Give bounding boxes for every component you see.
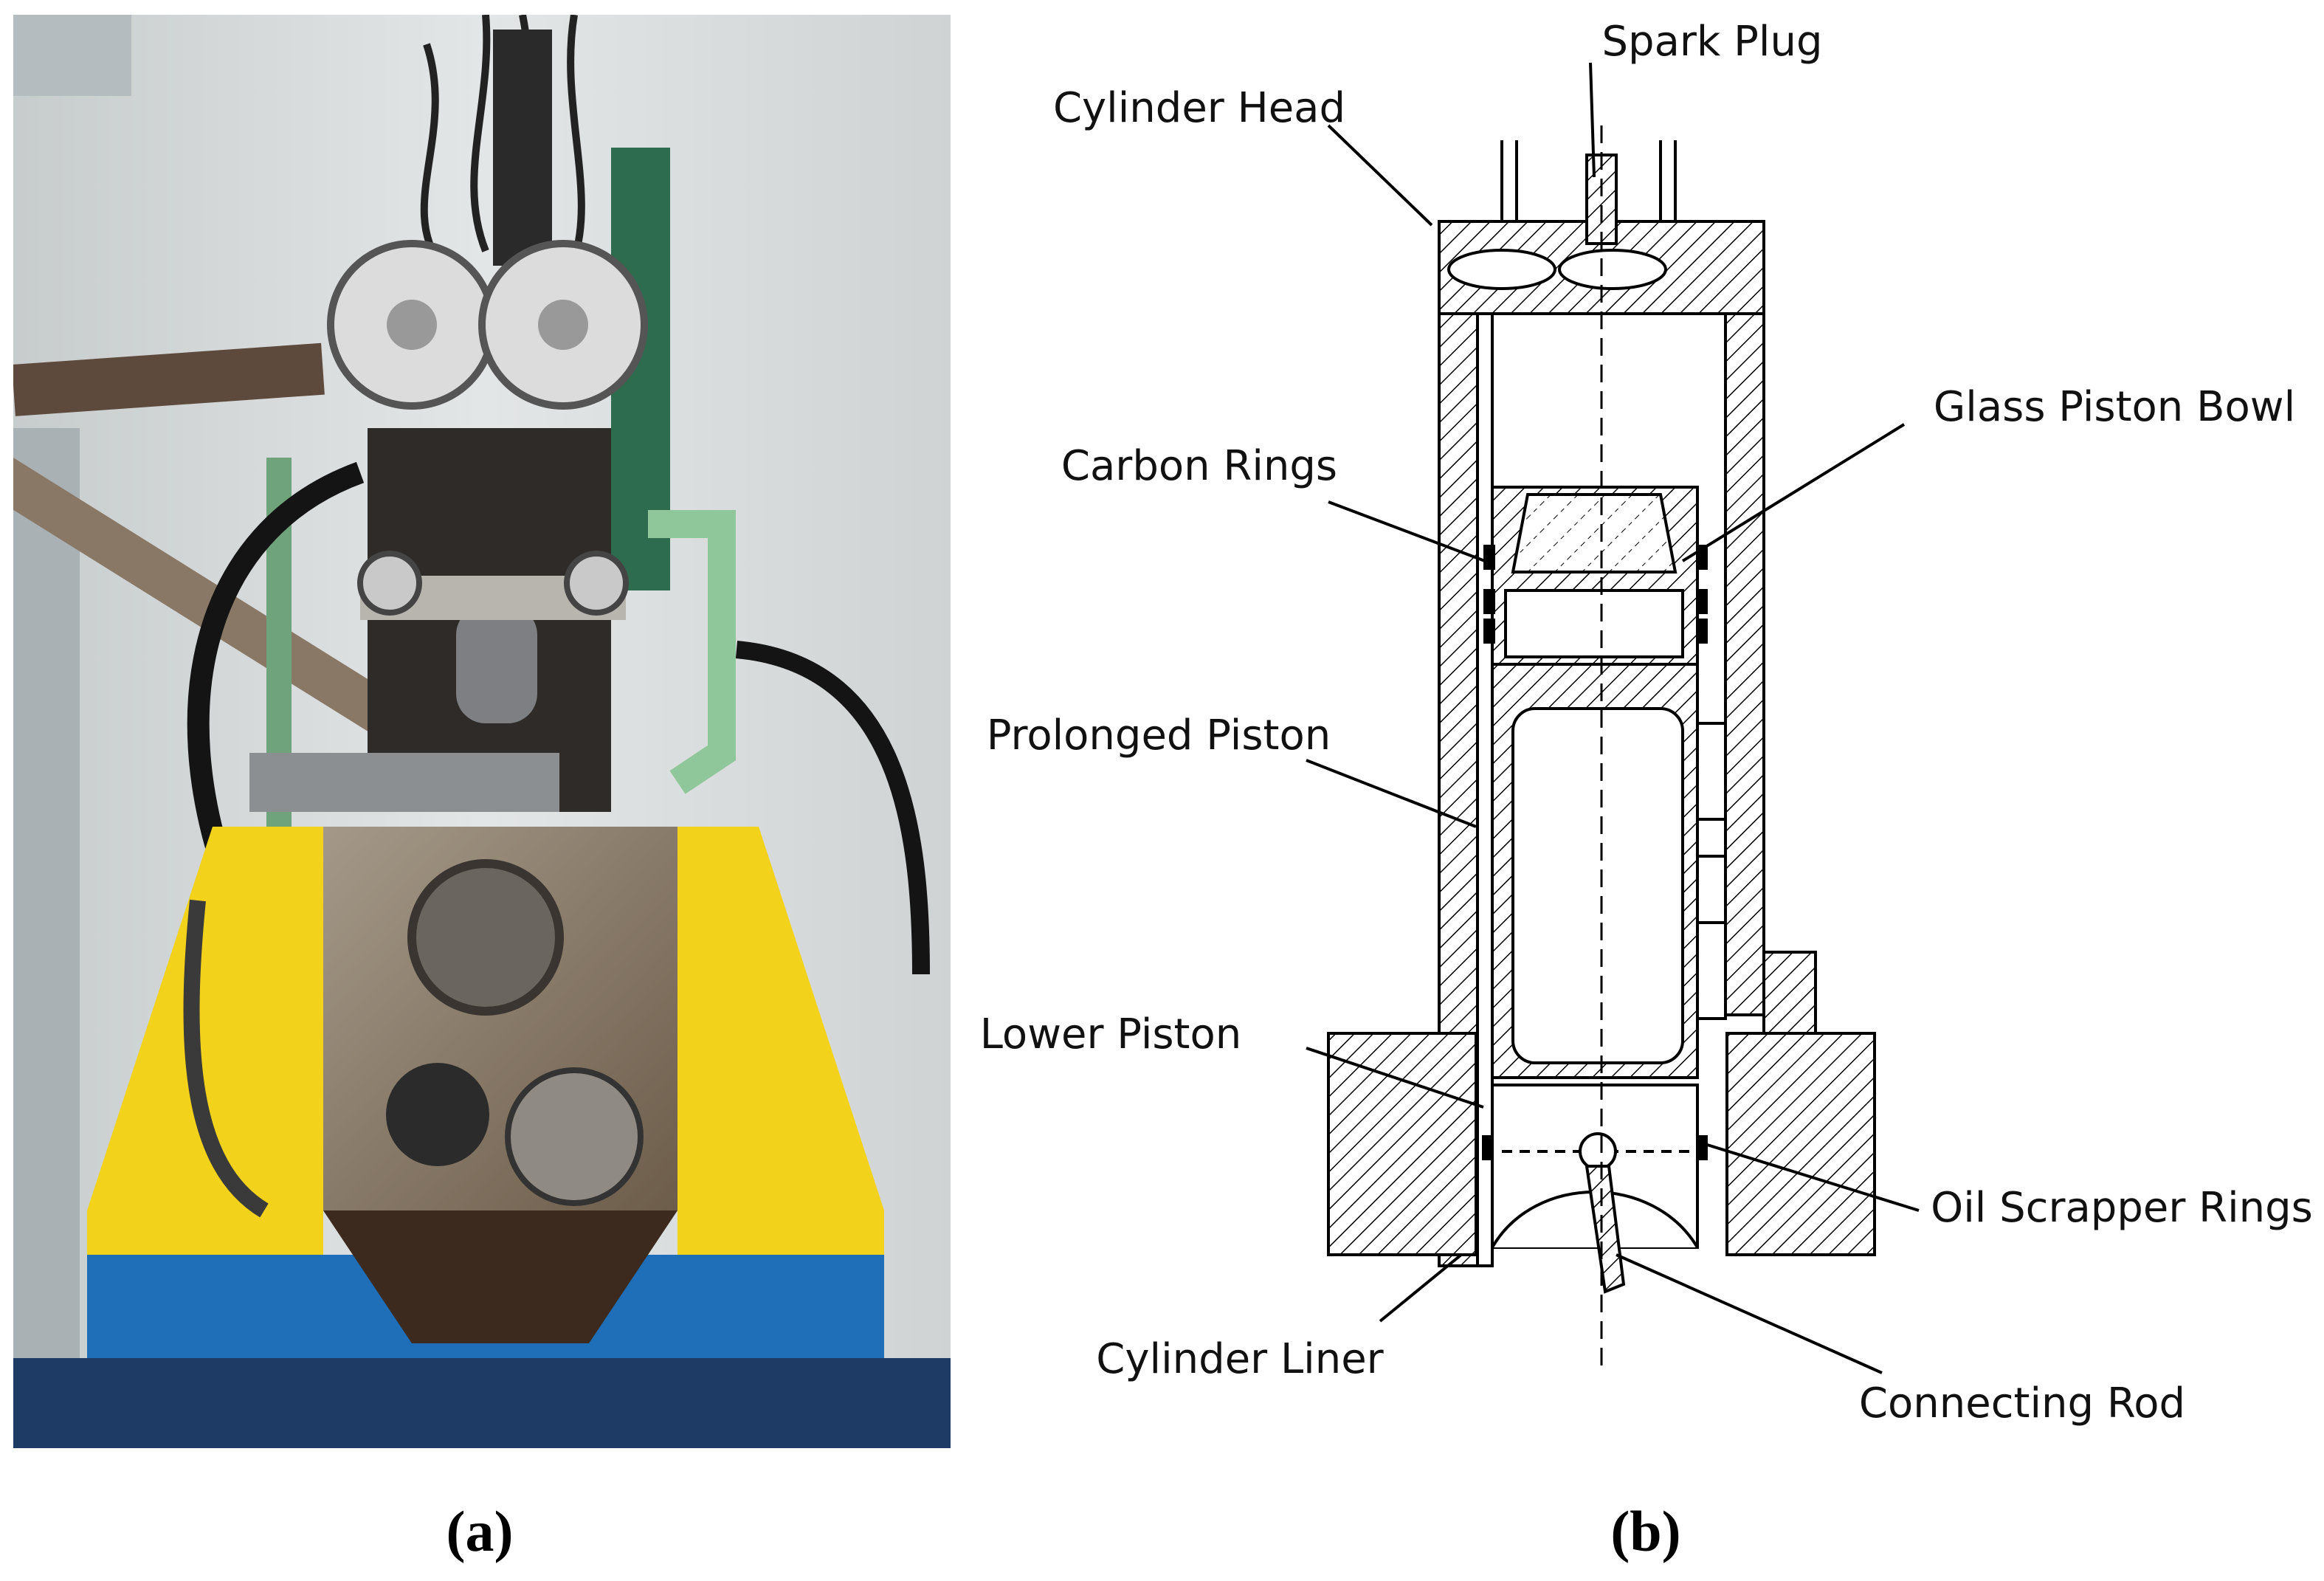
oil-scrapper-ring-left (1482, 1135, 1494, 1160)
exhaust-pipe (13, 342, 325, 416)
piston-pin (1579, 1132, 1617, 1171)
label-cylinder-liner: Cylinder Liner (1096, 1335, 1384, 1383)
piston-window (1504, 589, 1684, 658)
label-connecting-rod: Connecting Rod (1859, 1380, 2185, 1427)
panel-a-caption: (a) (446, 1499, 514, 1563)
carbon-ring-2 (1483, 589, 1495, 614)
injector-assembly (493, 30, 552, 266)
label-lower-piston: Lower Piston (980, 1010, 1242, 1058)
base-pit (323, 1210, 677, 1343)
glass-piston-bowl (1511, 493, 1678, 574)
label-glass-piston-bowl: Glass Piston Bowl (1934, 383, 2295, 431)
coolant-pipe (648, 510, 736, 794)
valve-right (1558, 249, 1667, 290)
label-spark-plug: Spark Plug (1601, 18, 1822, 66)
carbon-ring-1 (1483, 545, 1495, 570)
engine-cross-section-diagram: Spark Plug Cylinder Head Glass Piston Bo… (959, 0, 2324, 1476)
bench-floor (13, 1358, 951, 1448)
crankcase-left (1327, 1032, 1478, 1256)
black-hose (187, 461, 365, 905)
optical-window (456, 605, 537, 723)
right-boss (1762, 951, 1817, 1035)
liner-right (1724, 312, 1765, 1016)
valve-left (1447, 249, 1556, 290)
label-cylinder-head: Cylinder Head (1053, 84, 1345, 132)
label-oil-scrapper-rings: Oil Scrapper Rings (1931, 1184, 2313, 1232)
left-rack (13, 428, 80, 1388)
engine-photo (13, 15, 951, 1448)
bracket (249, 753, 559, 812)
yellow-frame-right (677, 827, 884, 1270)
panel-b-caption: (b) (1610, 1499, 1681, 1563)
label-carbon-rings: Carbon Rings (1061, 442, 1337, 490)
label-prolonged-piston: Prolonged Piston (987, 712, 1331, 760)
yellow-frame-left (87, 827, 323, 1270)
crankcase-right (1725, 1032, 1876, 1256)
carbon-ring-3 (1483, 619, 1495, 644)
ceiling-beam (13, 15, 131, 96)
oil-scrapper-ring-right (1696, 1135, 1708, 1160)
